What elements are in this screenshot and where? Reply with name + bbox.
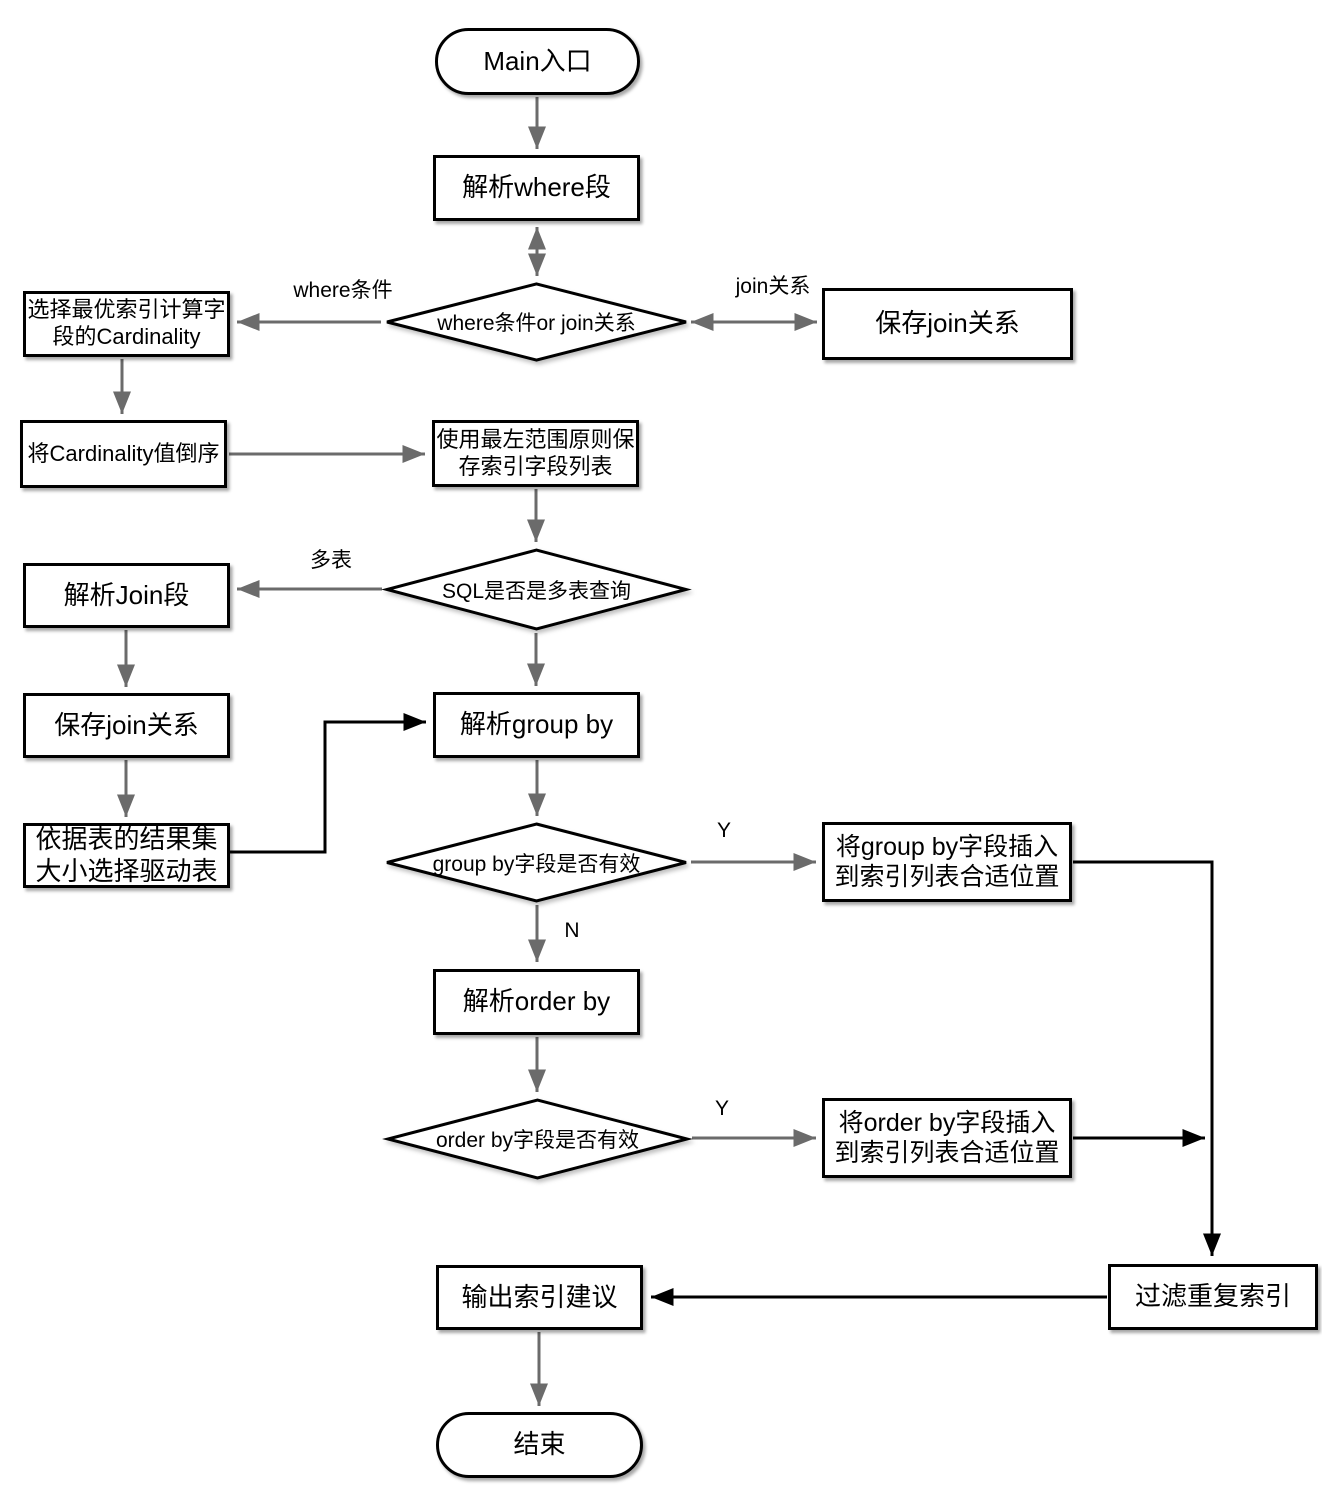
node-start-terminal: Main入口: [435, 28, 640, 95]
edge-label-join-relation: join关系: [735, 275, 811, 298]
node-parse-join: 解析Join段: [23, 563, 230, 628]
diamond-polygon: [387, 824, 686, 901]
decision-label: SQL是否是多表查询: [441, 579, 632, 603]
node-order-by-valid-decision: order by字段是否有效: [386, 1098, 689, 1180]
node-save-join-relation-right: 保存join关系: [822, 288, 1073, 360]
node-sort-cardinality-desc: 将Cardinality值倒序: [20, 420, 227, 488]
node-save-index-fields-leftmost: 使用最左范围原则保 存索引字段列表: [432, 420, 639, 487]
node-filter-duplicate-index: 过滤重复索引: [1108, 1264, 1318, 1330]
edge-label-where-condition: where条件: [293, 279, 393, 302]
node-is-multi-table-decision: SQL是否是多表查询: [385, 548, 688, 631]
edge-label-order-by-yes: Y: [714, 1097, 729, 1120]
node-parse-group-by: 解析group by: [433, 692, 640, 758]
diamond-shape: [385, 548, 688, 631]
node-parse-order-by: 解析order by: [433, 969, 640, 1035]
edge-label-group-by-yes: Y: [716, 819, 731, 842]
node-calc-cardinality: 选择最优索引计算字 段的Cardinality: [23, 291, 230, 357]
decision-label: group by字段是否有效: [432, 852, 641, 876]
decision-label: where条件or join关系: [437, 312, 636, 335]
node-where-or-join-decision: where条件or join关系: [385, 282, 688, 362]
node-save-join-relation-left: 保存join关系: [23, 693, 230, 758]
node-end-terminal: 结束: [436, 1412, 643, 1478]
diamond-shape: [385, 822, 688, 903]
node-insert-group-by-fields: 将group by字段插入 到索引列表合适位置: [822, 822, 1072, 902]
node-choose-driving-table: 依据表的结果集 大小选择驱动表: [23, 823, 230, 888]
node-parse-where: 解析where段: [433, 155, 640, 221]
diamond-polygon: [387, 550, 686, 629]
edge-label-group-by-no: N: [564, 919, 580, 942]
diamond-shape: [385, 282, 688, 362]
node-group-by-valid-decision: group by字段是否有效: [385, 822, 688, 903]
decision-label: order by字段是否有效: [435, 1129, 640, 1152]
diamond-polygon: [388, 1100, 687, 1178]
edge-label-multi-table: 多表: [310, 549, 352, 572]
node-insert-order-by-fields: 将order by字段插入 到索引列表合适位置: [822, 1098, 1072, 1178]
node-output-index-suggestion: 输出索引建议: [436, 1265, 643, 1330]
diamond-polygon: [387, 284, 686, 360]
diamond-shape: [386, 1098, 689, 1180]
edge-insert-group-by-to-filter-duplicate: [1073, 860, 1221, 1256]
